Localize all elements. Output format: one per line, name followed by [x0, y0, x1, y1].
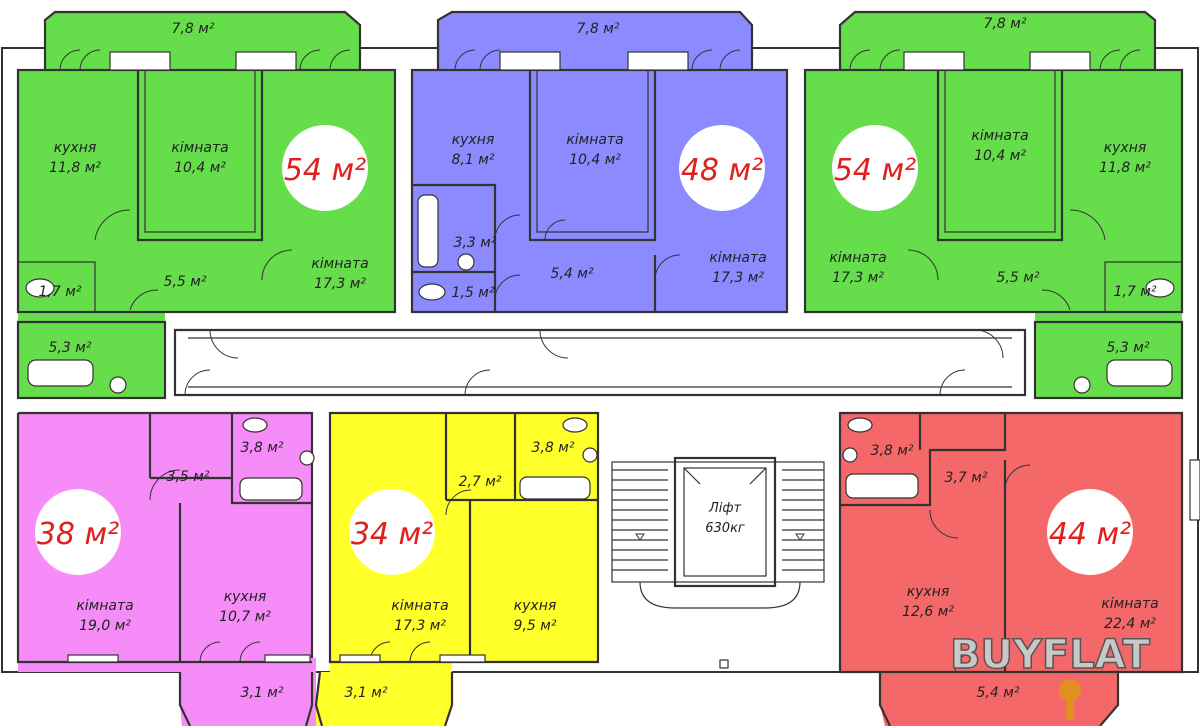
apt-y-kitchen-name: кухня [514, 598, 557, 614]
apt-g2-fill [805, 12, 1182, 398]
apt-r-kitchen-name: кухня [907, 584, 950, 600]
apt-g2-hall: 5,5 м² [997, 270, 1040, 286]
apt-r-room-area: 22,4 м² [1104, 616, 1156, 632]
apt-m-bath: 3,8 м² [241, 440, 284, 456]
apt-r-fill [840, 413, 1182, 726]
apt-g1-kitchen-area: 11,8 м² [49, 160, 101, 176]
apt-b-fill [412, 12, 787, 312]
apt-r-kitchen-area: 12,6 м² [902, 604, 954, 620]
apt-g1-hall: 5,5 м² [164, 274, 207, 290]
corridor-doors [184, 329, 1004, 396]
apt-g1-room2-area: 17,3 м² [314, 276, 366, 292]
apt-g2-kitchen-name: кухня [1104, 140, 1147, 156]
apt-g1-bath: 5,3 м² [49, 340, 92, 356]
apt-b-room2-area: 17,3 м² [712, 270, 764, 286]
apt-m-total: 38 м² [37, 517, 119, 552]
apt-y-room-area: 17,3 м² [394, 618, 446, 634]
apt-g2-room1-name: кімната [971, 128, 1028, 144]
apt-m-kitchen-area: 10,7 м² [219, 609, 271, 625]
apt-y-bath: 3,8 м² [532, 440, 575, 456]
apartment-38[interactable]: 38 м² 3,8 м² 3,5 м² кімната 19,0 м² кухн… [16, 411, 316, 726]
apt-y-total: 34 м² [351, 517, 433, 552]
apt-y-hall: 2,7 м² [459, 474, 502, 490]
apt-g1-total: 54 м² [284, 153, 366, 188]
apt-y-balcony: 3,1 м² [345, 685, 388, 701]
apartment-54-left[interactable]: 54 м² 7,8 м² кухня 11,8 м² кімната 10,4 … [16, 10, 397, 400]
apt-g2-kitchen-area: 11,8 м² [1099, 160, 1151, 176]
apt-g2-balcony: 7,8 м² [984, 16, 1027, 32]
apt-b-kitchen-area: 8,1 м² [452, 152, 495, 168]
apt-r-room-name: кімната [1101, 596, 1158, 612]
apartment-48[interactable]: 48 м² 7,8 м² кухня 8,1 м² кімната 10,4 м… [410, 10, 789, 314]
apt-g1-wc: 1,7 м² [39, 284, 82, 300]
apt-b-room1-area: 10,4 м² [569, 152, 621, 168]
apartment-44[interactable]: 44 м² 3,8 м² 3,7 м² кухня 12,6 м² кімнат… [838, 411, 1200, 726]
apartment-34[interactable]: 34 м² 3,8 м² 2,7 м² кімната 17,3 м² кухн… [314, 411, 600, 726]
logo-text: BUYFLAT [950, 632, 1151, 678]
apt-g1-room1-area: 10,4 м² [174, 160, 226, 176]
apt-y-room-name: кімната [391, 598, 448, 614]
apt-m-room-area: 19,0 м² [79, 618, 131, 634]
apt-y-fill [316, 413, 598, 726]
apt-b-room2-name: кімната [709, 250, 766, 266]
apt-r-hall: 3,7 м² [945, 470, 988, 486]
apt-g2-total: 54 м² [834, 153, 916, 188]
apt-b-balcony: 7,8 м² [577, 21, 620, 37]
apt-g2-wc: 1,7 м² [1114, 284, 1157, 300]
apt-m-balcony: 3,1 м² [241, 685, 284, 701]
lift: Ліфт 630кг [673, 456, 777, 588]
apt-b-bath: 3,3 м² [454, 235, 497, 251]
apt-r-balcony: 5,4 м² [977, 685, 1020, 701]
buyflat-logo: BUYFLAT [949, 631, 1151, 720]
apt-m-kitchen-name: кухня [224, 589, 267, 605]
apartment-54-right[interactable]: 54 м² 7,8 м² кухня 11,8 м² кімната 10,4 … [803, 10, 1184, 400]
apt-m-hall: 3,5 м² [167, 469, 210, 485]
apt-y-kitchen-area: 9,5 м² [514, 618, 557, 634]
apt-g1-room1-name: кімната [171, 140, 228, 156]
apt-g2-room2-name: кімната [829, 250, 886, 266]
apt-g1-fill [18, 12, 395, 398]
apt-b-hall: 5,4 м² [551, 266, 594, 282]
apt-r-total: 44 м² [1049, 517, 1131, 552]
apt-g2-bath: 5,3 м² [1107, 340, 1150, 356]
lift-capacity: 630кг [705, 521, 745, 536]
apt-m-room-name: кімната [76, 598, 133, 614]
lift-label: Ліфт [708, 501, 742, 516]
apt-r-bath: 3,8 м² [871, 443, 914, 459]
apt-b-room1-name: кімната [566, 132, 623, 148]
stairwell [611, 461, 825, 669]
apt-b-total: 48 м² [681, 153, 763, 188]
apt-g1-balcony: 7,8 м² [172, 21, 215, 37]
apt-g2-room2-area: 17,3 м² [832, 270, 884, 286]
apt-b-wc: 1,5 м² [452, 285, 495, 301]
apt-g2-room1-area: 10,4 м² [974, 148, 1026, 164]
apt-g1-kitchen-name: кухня [54, 140, 97, 156]
apt-g1-room2-name: кімната [311, 256, 368, 272]
apt-b-kitchen-name: кухня [452, 132, 495, 148]
